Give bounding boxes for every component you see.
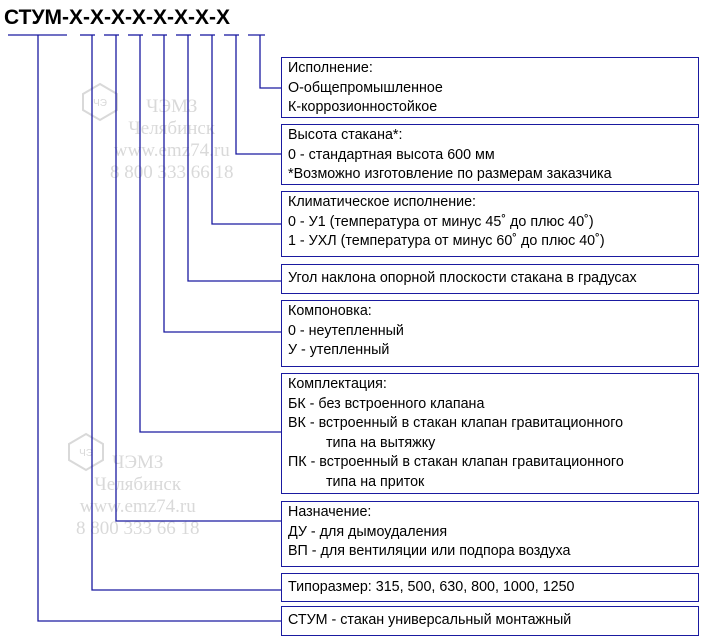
- box-line: У - утепленный: [288, 342, 390, 358]
- box-line: типа на вытяжку: [326, 434, 436, 451]
- box-line: типа на приток: [326, 473, 425, 490]
- box-line: ДУ - для дымоудаления: [288, 523, 448, 540]
- box-line: 0 - неутепленный: [288, 322, 404, 339]
- box-execution: Исполнение: О-общепромышленное К-коррози…: [281, 57, 699, 118]
- box-line: *Возможно изготовление по размерам заказ…: [288, 166, 612, 182]
- box-line: 1 - УХЛ (температура от минус 60˚ до плю…: [288, 233, 605, 249]
- box-height: Высота стакана*: 0 - стандартная высота …: [281, 124, 699, 185]
- watermark-org: ЧЭМЗ: [112, 452, 164, 473]
- box-size: Типоразмер: 315, 500, 630, 800, 1000, 12…: [281, 573, 699, 602]
- watermark-phone: 8 800 333 66 18: [110, 162, 234, 183]
- box-line: ВК - встроенный в стакан клапан гравитац…: [288, 415, 624, 431]
- box-line: Компоновка:: [288, 303, 372, 319]
- box-line: 0 - стандартная высота 600 мм: [288, 146, 495, 163]
- box-line: БК - без встроенного клапана: [288, 395, 485, 412]
- watermark-text: ЧЭМЗ Челябинск www.emz74.ru 8 800 333 66…: [76, 452, 200, 540]
- box-product: СТУМ - стакан универсальный монтажный: [281, 606, 699, 636]
- box-line: Комплектация:: [288, 376, 387, 392]
- watermark-logo-icon: ЧЭ: [68, 432, 104, 472]
- model-code-title: СТУМ-X-X-X-X-X-X-X-X: [4, 6, 231, 29]
- watermark-org: ЧЭМЗ: [146, 96, 198, 117]
- watermark-site: www.emz74.ru: [79, 496, 196, 517]
- box-line: Исполнение:: [288, 60, 373, 76]
- svg-text:ЧЭ: ЧЭ: [93, 98, 107, 109]
- svg-text:ЧЭ: ЧЭ: [79, 448, 93, 459]
- box-line: Климатическое исполнение:: [288, 194, 477, 210]
- box-line: ПК - встроенный в стакан клапан гравитац…: [288, 454, 624, 470]
- box-line: Типоразмер: 315, 500, 630, 800, 1000, 12…: [288, 579, 575, 595]
- watermark-phone: 8 800 333 66 18: [76, 518, 200, 539]
- box-line: Назначение:: [288, 504, 372, 520]
- watermark-site: www.emz74.ru: [113, 140, 230, 161]
- watermark-city: Челябинск: [128, 118, 216, 139]
- box-line: СТУМ - стакан универсальный монтажный: [288, 612, 572, 628]
- box-layout: Компоновка: 0 - неутепленный У - утеплен…: [281, 300, 699, 367]
- box-purpose: Назначение: ДУ - для дымоудаления ВП - д…: [281, 501, 699, 567]
- box-line: Угол наклона опорной плоскости стакана в…: [288, 270, 637, 286]
- box-equipment: Комплектация: БК - без встроенного клапа…: [281, 373, 699, 494]
- box-line: ВП - для вентиляции или подпора воздуха: [288, 543, 571, 559]
- box-line: К-коррозионностойкое: [288, 99, 438, 115]
- box-line: 0 - У1 (температура от минус 45˚ до плюс…: [288, 213, 594, 230]
- box-line: Высота стакана*:: [288, 127, 403, 143]
- box-climate: Климатическое исполнение: 0 - У1 (темпер…: [281, 191, 699, 257]
- box-line: О-общепромышленное: [288, 79, 443, 96]
- watermark-logo-icon: ЧЭ: [82, 82, 118, 122]
- box-angle: Угол наклона опорной плоскости стакана в…: [281, 264, 699, 294]
- watermark-text: ЧЭМЗ Челябинск www.emz74.ru 8 800 333 66…: [110, 96, 234, 184]
